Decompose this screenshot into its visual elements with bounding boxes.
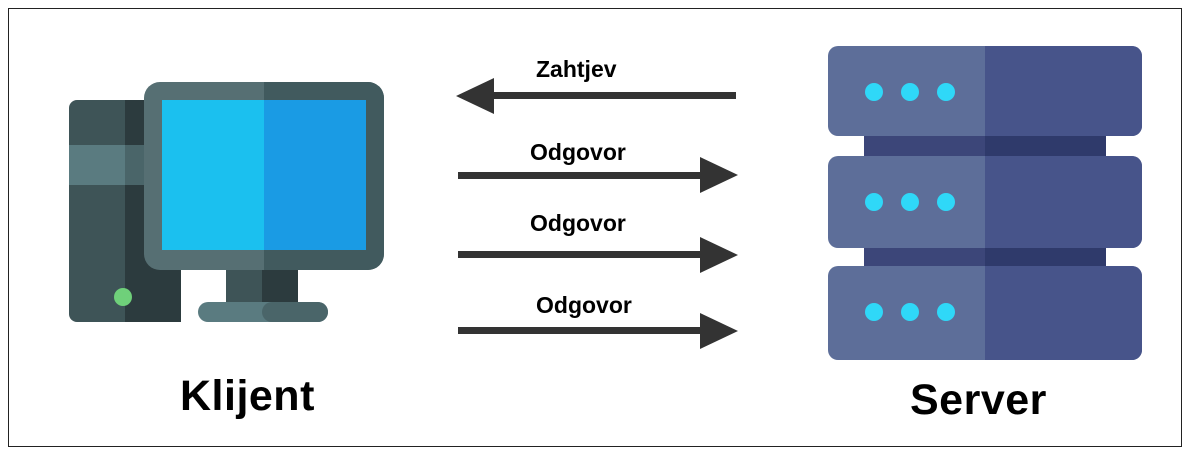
diagram-frame — [8, 8, 1182, 447]
response-arrow-right-2 — [458, 237, 738, 273]
server-label: Server — [910, 376, 1047, 424]
request-arrow-left — [456, 78, 736, 114]
response-arrow-right-1 — [458, 157, 738, 193]
response-arrow-right-3 — [458, 313, 738, 349]
request-arrow-label: Zahtjev — [536, 56, 617, 82]
response-arrow-label-1: Odgovor — [530, 139, 626, 165]
desktop-computer-icon — [66, 80, 386, 325]
response-arrow-label-2: Odgovor — [530, 210, 626, 236]
client-label: Klijent — [180, 372, 315, 420]
response-arrow-label-3: Odgovor — [536, 292, 632, 318]
server-rack-icon — [826, 44, 1144, 362]
